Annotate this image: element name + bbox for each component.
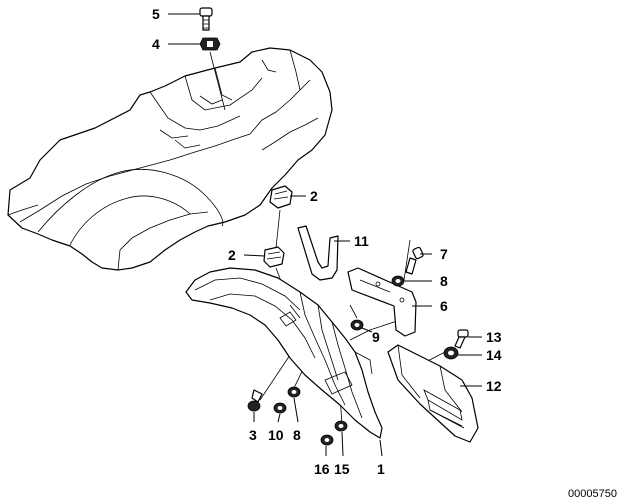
- screw-7: [405, 246, 424, 275]
- callout-16: 16: [314, 461, 330, 477]
- drawing-number: 00005750: [568, 488, 617, 500]
- reflector-holder-12: [387, 344, 479, 443]
- callout-12: 12: [486, 378, 502, 394]
- nut-16: [320, 434, 334, 446]
- mudguard-1: [185, 267, 383, 439]
- plate-6: [347, 267, 417, 337]
- callout-5: 5: [152, 6, 160, 22]
- callout-13: 13: [486, 329, 502, 345]
- callout-10: 10: [268, 427, 284, 443]
- callout-9: 9: [372, 329, 380, 345]
- clip-nut-2-upper: [269, 185, 293, 209]
- callout-15: 15: [334, 461, 350, 477]
- callout-3: 3: [249, 427, 257, 443]
- callout-1: 1: [377, 461, 385, 477]
- nut-9: [350, 319, 364, 331]
- callout-labels: 5 4 2 2 11 7 8 6 9 13 14 12 3 10 8 16 15…: [152, 6, 502, 477]
- clip-nut-2-lower: [263, 246, 285, 268]
- screw-13: [454, 329, 469, 349]
- washer-15: [334, 420, 348, 432]
- callout-2-lower: 2: [228, 247, 236, 263]
- washer-8-right: [391, 275, 405, 287]
- nut-4: [199, 37, 221, 51]
- rear-undertray: [7, 47, 333, 271]
- u-bracket-11: [297, 225, 339, 281]
- leader-lines: [168, 13, 482, 457]
- callout-11: 11: [354, 233, 369, 249]
- callout-8-lower: 8: [293, 427, 301, 443]
- callout-4: 4: [152, 36, 160, 52]
- screw-5: [199, 7, 213, 31]
- callout-8-right: 8: [440, 273, 448, 289]
- callout-14: 14: [486, 347, 502, 363]
- screw-3: [247, 389, 263, 412]
- washer-8-lower: [287, 386, 301, 398]
- washer-10: [273, 402, 287, 414]
- callout-7: 7: [440, 246, 448, 262]
- callout-2-upper: 2: [310, 188, 318, 204]
- nut-14: [443, 346, 459, 360]
- callout-6: 6: [440, 298, 448, 314]
